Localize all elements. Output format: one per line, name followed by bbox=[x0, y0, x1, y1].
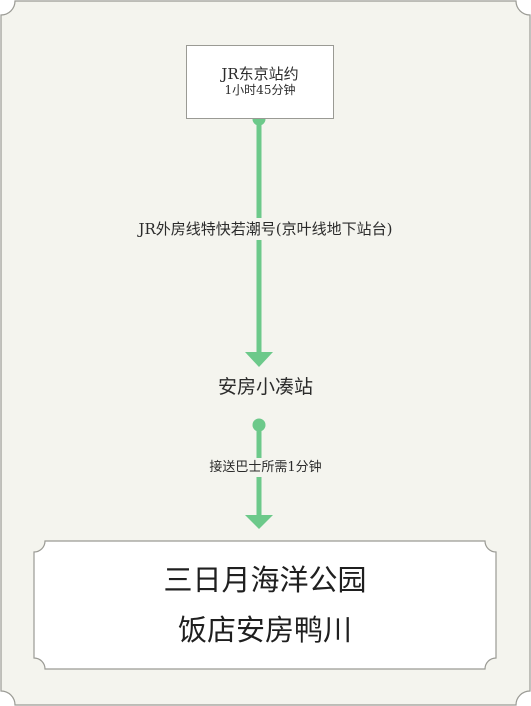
train-arrowhead bbox=[245, 352, 273, 367]
destination-box bbox=[33, 540, 497, 670]
start-station-box: JR东京站约 1小时45分钟 bbox=[186, 45, 334, 119]
train-route-label-row: JR外房线特快若潮号(京叶线地下站台) bbox=[0, 218, 531, 240]
train-route-label: JR外房线特快若潮号(京叶线地下站台) bbox=[135, 218, 396, 240]
start-station-label: JR东京站约 bbox=[221, 65, 299, 83]
hotel-name-line1: 三日月海洋公园 bbox=[163, 563, 367, 597]
travel-duration: 1小时45分钟 bbox=[224, 83, 296, 97]
station-name: 安房小凑站 bbox=[217, 376, 313, 398]
destination-hotel: 三日月海洋公园 饭店安房鸭川 bbox=[34, 541, 496, 669]
shuttle-label: 接送巴士所需1分钟 bbox=[207, 458, 324, 477]
hotel-name-line2: 饭店安房鸭川 bbox=[177, 613, 352, 647]
shuttle-label-row: 接送巴士所需1分钟 bbox=[0, 458, 531, 477]
transfer-station: 安房小凑站 bbox=[0, 374, 531, 400]
shuttle-arrowhead bbox=[245, 515, 273, 529]
